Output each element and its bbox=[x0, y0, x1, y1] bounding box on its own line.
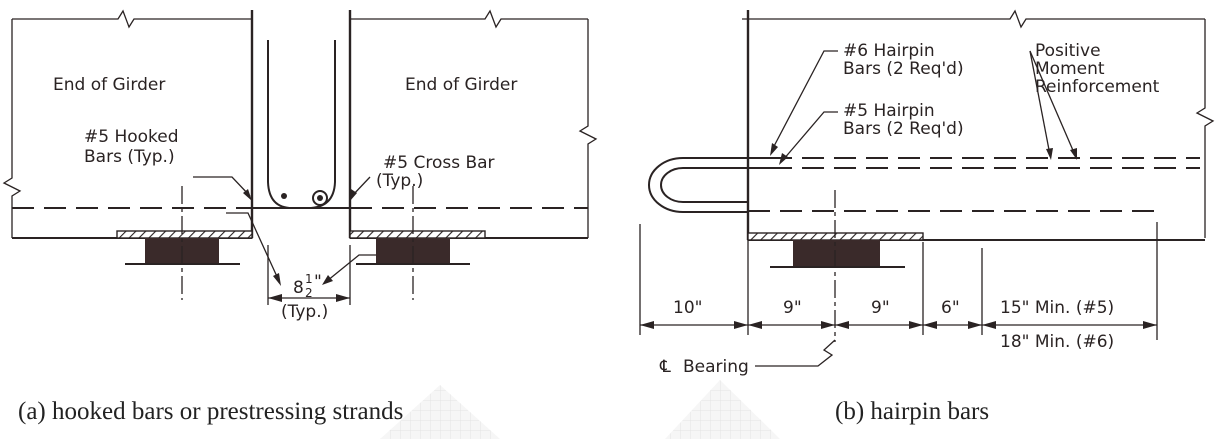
leader-arrow-hp5 bbox=[779, 153, 788, 165]
leader-arrow-hp6 bbox=[770, 143, 778, 156]
bearing-plate-right bbox=[349, 230, 486, 239]
dim-arrow-b3 bbox=[748, 321, 762, 329]
panel-a-drawing bbox=[2, 9, 598, 305]
cross-bar-circle-inner bbox=[317, 195, 323, 201]
label-cross-line1: #5 Cross Bar bbox=[383, 153, 495, 173]
dim-arrow-b10 bbox=[1143, 321, 1157, 329]
left-break-line bbox=[2, 19, 22, 238]
top-break-line-left bbox=[12, 9, 252, 29]
hooked-bar-left bbox=[267, 40, 318, 209]
label-hooked-line1: #5 Hooked bbox=[84, 127, 179, 147]
leader-arrow-hooked bbox=[273, 273, 281, 286]
dim-label-9b: 9" bbox=[871, 298, 890, 318]
leader-arrow-end-girder-right bbox=[350, 189, 357, 201]
label-end-of-girder-left: End of Girder bbox=[53, 75, 165, 95]
panel-b-drawing bbox=[639, 9, 1215, 367]
hairpin-loop-outer bbox=[648, 157, 770, 213]
cross-bar-dot bbox=[281, 193, 287, 199]
leader-hp5 bbox=[782, 111, 838, 161]
label-positive-line3: Reinforcement bbox=[1035, 77, 1160, 97]
dim-label-min6: 18" Min. (#6) bbox=[1000, 332, 1114, 352]
dim-gap-numerator: 1 bbox=[305, 272, 313, 286]
dim-arrow-left bbox=[268, 294, 282, 302]
bearing-plate-left bbox=[116, 230, 253, 239]
dim-gap-denominator: 2 bbox=[305, 286, 313, 300]
dim-label-9a: 9" bbox=[783, 298, 802, 318]
label-hp6-line2: Bars (2 Req'd) bbox=[843, 59, 964, 79]
label-end-of-girder-right: End of Girder bbox=[405, 75, 517, 95]
dim-arrow-b9 bbox=[982, 321, 996, 329]
dim-arrow-b2 bbox=[734, 321, 748, 329]
cross-bar-circle-outer bbox=[312, 190, 328, 206]
cl-bearing-text: Bearing bbox=[683, 357, 749, 377]
leader-pos-1 bbox=[1029, 50, 1051, 156]
leader-hooked bbox=[226, 212, 280, 282]
caption-b: (b) hairpin bars bbox=[835, 398, 989, 425]
leader-hp6 bbox=[771, 50, 838, 151]
leader-pos-2 bbox=[1029, 50, 1076, 156]
dim-label-6: 6" bbox=[941, 298, 960, 318]
leader-end-girder-left bbox=[193, 176, 251, 197]
dim-arrow-b5 bbox=[835, 321, 849, 329]
leader-arrow-cross bbox=[322, 275, 333, 285]
dim-arrow-b7 bbox=[923, 321, 937, 329]
label-hp6-line1: #6 Hairpin bbox=[843, 41, 935, 61]
label-positive-line1: Positive bbox=[1035, 41, 1101, 61]
dim-label-min5: 15" Min. (#5) bbox=[1000, 298, 1114, 318]
dim-gap-whole: 8 bbox=[293, 278, 304, 298]
dim-gap-typ: (Typ.) bbox=[281, 302, 328, 322]
leader-arrow-pos-1 bbox=[1046, 148, 1053, 160]
label-cross-line2: (Typ.) bbox=[376, 171, 423, 191]
leader-cl-bearing bbox=[755, 339, 836, 367]
dim-arrow-b4 bbox=[821, 321, 835, 329]
dim-gap-label: 8 1 2 " (Typ.) bbox=[281, 272, 328, 322]
top-break-line-right bbox=[350, 9, 588, 29]
hairpin-loop-inner bbox=[660, 167, 770, 203]
label-hp5-line1: #5 Hairpin bbox=[843, 101, 935, 121]
hooked-bar-right bbox=[284, 40, 336, 209]
label-hp5-line2: Bars (2 Req'd) bbox=[843, 119, 964, 139]
watermark-graphic bbox=[380, 380, 780, 439]
leader-cross bbox=[326, 254, 376, 282]
label-positive-line2: Moment bbox=[1035, 59, 1105, 79]
dim-arrow-right bbox=[336, 294, 350, 302]
bearing-pad-b bbox=[793, 240, 880, 267]
leader-arrow-pos-2 bbox=[1070, 148, 1077, 160]
dim-label-10: 10" bbox=[673, 298, 702, 318]
dim-arrow-b1 bbox=[640, 321, 654, 329]
right-break-line bbox=[578, 19, 598, 238]
dim-arrow-b8 bbox=[968, 321, 982, 329]
dim-gap-inch-mark: " bbox=[314, 272, 322, 292]
cl-symbol: ℄ bbox=[659, 357, 671, 377]
right-break-line-b bbox=[1195, 19, 1215, 238]
caption-a: (a) hooked bars or prestressing strands bbox=[18, 398, 403, 425]
leader-arrow-end-girder-left bbox=[243, 189, 252, 201]
label-hooked-line2: Bars (Typ.) bbox=[84, 147, 175, 167]
top-break-line-b bbox=[742, 9, 1205, 29]
dim-arrow-b6 bbox=[909, 321, 923, 329]
